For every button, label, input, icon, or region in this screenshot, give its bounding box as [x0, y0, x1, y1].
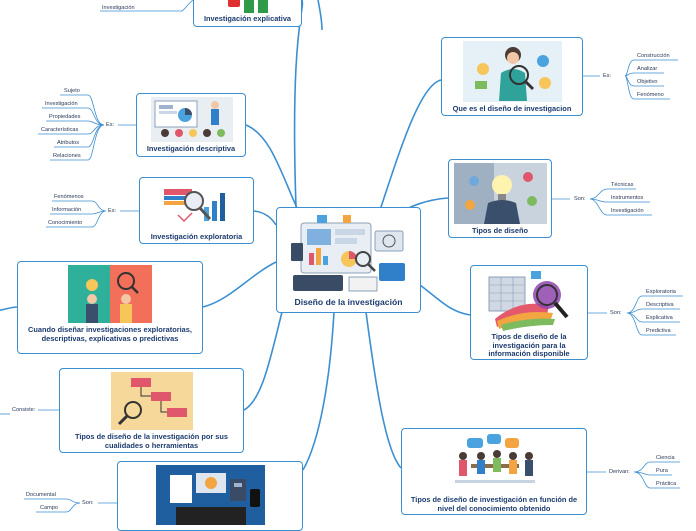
- topic-investigacion-explicativa[interactable]: Investigación explicativa: [193, 0, 302, 27]
- topic-cualidades-herramientas[interactable]: Tipos de diseño de la investigación por …: [59, 368, 244, 453]
- researcher-illustration: [463, 41, 562, 102]
- topic-title: Tipos de diseño: [471, 226, 529, 235]
- lightbulb-illustration: [454, 163, 547, 224]
- topic-title: Investigación explicativa: [203, 14, 292, 23]
- leaf-item[interactable]: Documental: [26, 492, 56, 498]
- topic-title: Tipos de diseño de la investigación para…: [488, 332, 570, 359]
- central-topic-title: Diseño de la investigación: [294, 297, 403, 307]
- presentation-illustration: [151, 97, 233, 142]
- topic-que-es-diseno[interactable]: Que es el diseño de investigacion: [441, 37, 583, 116]
- leaf-item[interactable]: Predictiva: [646, 328, 671, 334]
- central-topic[interactable]: Diseño de la investigación: [276, 207, 421, 313]
- leaf-item[interactable]: Conocimiento: [48, 220, 83, 226]
- team-discussion-illustration: [455, 434, 535, 483]
- leaf-item[interactable]: Relaciones: [53, 153, 81, 159]
- topic-tipos-de-diseno[interactable]: Tipos de diseño: [448, 159, 552, 238]
- leaf-item[interactable]: Investigación: [45, 101, 78, 107]
- leaf-item[interactable]: Técnicas: [611, 182, 634, 188]
- topic-investigacion-exploratoria[interactable]: Investigación exploratoria: [139, 177, 254, 244]
- leaf-item[interactable]: Características: [41, 127, 79, 133]
- topic-title: Tipos de diseño de la investigación por …: [74, 432, 229, 450]
- research-design-illustration: [291, 215, 405, 292]
- leaf-item[interactable]: Información: [52, 207, 82, 213]
- leaf-item[interactable]: Fenómeno: [637, 92, 664, 98]
- leaf-item[interactable]: Instrumentos: [611, 195, 644, 201]
- leaf-item[interactable]: Pura: [656, 468, 668, 474]
- leaf-item[interactable]: Fenómenos: [54, 194, 84, 200]
- flowchart-illustration: [111, 372, 193, 430]
- topic-cuando-disenar[interactable]: Cuando diseñar investigaciones explorato…: [17, 261, 203, 354]
- leaf-item[interactable]: Analizar: [637, 66, 658, 72]
- leaf-item[interactable]: Propiedades: [49, 114, 81, 120]
- topic-title: Cuando diseñar investigaciones explorato…: [28, 325, 192, 343]
- leaf-item[interactable]: Atributos: [57, 140, 80, 146]
- office-documents-illustration: [156, 465, 265, 525]
- leaf-item[interactable]: Exploratoria: [646, 289, 676, 295]
- two-researchers-illustration: [68, 265, 152, 323]
- connector-label: Son:: [610, 310, 622, 316]
- connector-label: Son:: [574, 196, 586, 202]
- leaf-item[interactable]: Investigación: [611, 208, 644, 214]
- leaf-item[interactable]: Sujeto: [64, 88, 80, 94]
- connector-label: Es:: [603, 73, 612, 79]
- analysis-chart-illustration: [488, 271, 569, 331]
- leaf-item[interactable]: Práctica: [656, 481, 677, 487]
- leaf-item[interactable]: Objetivo: [637, 79, 658, 85]
- connector-label: Consiste:: [12, 407, 36, 413]
- shapes-illustration: [228, 0, 268, 13]
- topic-title: Investigación exploratoria: [150, 232, 243, 241]
- topic-title: Investigación descriptiva: [146, 144, 236, 153]
- leaf-item[interactable]: Campo: [40, 505, 59, 511]
- leaf-item[interactable]: Construcción: [637, 53, 670, 59]
- topic-title: Que es el diseño de investigacion: [452, 104, 572, 113]
- leaf-item[interactable]: Explicativa: [646, 315, 673, 321]
- leaf-item[interactable]: Ciencia: [656, 455, 675, 461]
- topic-nivel-conocimiento[interactable]: Tipos de diseño de investigación en func…: [401, 428, 587, 515]
- leaf-item[interactable]: Investigación: [102, 5, 135, 11]
- topic-informacion-disponible[interactable]: Tipos de diseño de la investigación para…: [470, 265, 588, 360]
- topic-investigacion-descriptiva[interactable]: Investigación descriptiva: [136, 93, 246, 157]
- topic-documental-campo[interactable]: [117, 461, 303, 531]
- connector-label: Es:: [108, 208, 117, 214]
- connector-label: Es:: [106, 122, 115, 128]
- topic-title: Tipos de diseño de investigación en func…: [410, 495, 578, 513]
- connector-label: Derivan:: [609, 469, 630, 475]
- leaf-item[interactable]: Descriptiva: [646, 302, 674, 308]
- connector-lines: [0, 0, 683, 513]
- connector-label: Son:: [82, 500, 94, 506]
- magnifier-chart-illustration: [164, 189, 225, 223]
